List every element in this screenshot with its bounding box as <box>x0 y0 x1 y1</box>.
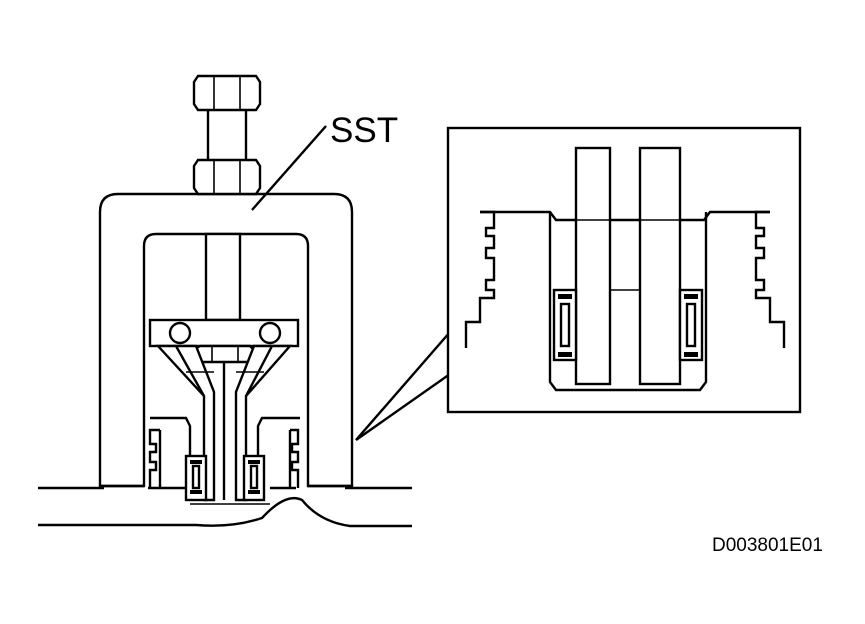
sst-leader-line <box>251 125 327 211</box>
callout-pointer <box>355 331 451 441</box>
figure-code: D003801E01 <box>712 535 823 556</box>
detail-inset <box>446 126 802 414</box>
housing-base <box>38 486 412 528</box>
sst-label: SST <box>330 111 398 150</box>
puller-frame <box>98 192 354 488</box>
oil-seal-main <box>184 454 266 502</box>
puller-claws <box>155 344 293 502</box>
center-screw <box>192 74 262 322</box>
